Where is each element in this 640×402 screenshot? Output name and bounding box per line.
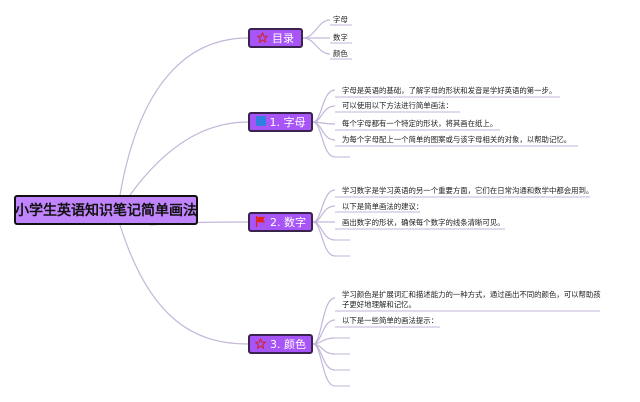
colors-item: 学习颜色是扩展词汇和描述能力的一种方式，通过画出不同的颜色，可以帮助孩子更好地理… [342, 290, 601, 309]
red-flag-icon [255, 215, 266, 229]
branch-letters-label: 1. 字母 [269, 116, 306, 129]
root-title: 小学生英语知识笔记简单画法 [15, 203, 197, 219]
toc-item[interactable]: 颜色 [333, 49, 348, 58]
branch-colors-label: 3. 颜色 [270, 338, 306, 351]
branch-colors[interactable]: 3. 颜色 [248, 334, 313, 354]
star-outline-icon [256, 31, 269, 45]
letters-item: 为每个字母配上一个简单的图案或与该字母相关的对象，以帮助记忆。 [342, 135, 572, 144]
toc-item[interactable]: 数字 [333, 33, 348, 42]
connector-root-colors [119, 224, 249, 345]
branch-numbers-label: 2. 数字 [270, 216, 306, 229]
colors-item: 以下是一些简单的画法提示： [342, 316, 439, 325]
branch-toc[interactable]: 目录 [248, 28, 303, 48]
letters-item: 每个字母都有一个特定的形状，将其画在纸上。 [342, 119, 498, 128]
branch-toc-label: 目录 [272, 32, 294, 45]
connector-root-letters [129, 121, 249, 196]
branch-numbers[interactable]: 2. 数字 [248, 212, 313, 232]
numbers-item: 画出数字的形状，确保每个数字的线条清晰可见。 [342, 218, 505, 227]
star-outline-icon [254, 337, 267, 351]
letters-item: 字母是英语的基础，了解字母的形状和发音是学好英语的第一步。 [342, 86, 557, 95]
blue-square-icon [255, 116, 266, 128]
numbers-item: 学习数字是学习英语的另一个重要方面，它们在日常沟通和数学中都会用到。 [342, 186, 594, 195]
root-node[interactable]: 小学生英语知识笔记简单画法 [14, 195, 198, 225]
connector-root-toc [119, 37, 249, 196]
branch-letters[interactable]: 1. 字母 [248, 112, 313, 132]
numbers-item: 以下是简单画法的建议： [342, 202, 424, 211]
letters-item: 可以使用以下方法进行简单画法： [342, 101, 453, 110]
toc-item[interactable]: 字母 [333, 15, 348, 24]
